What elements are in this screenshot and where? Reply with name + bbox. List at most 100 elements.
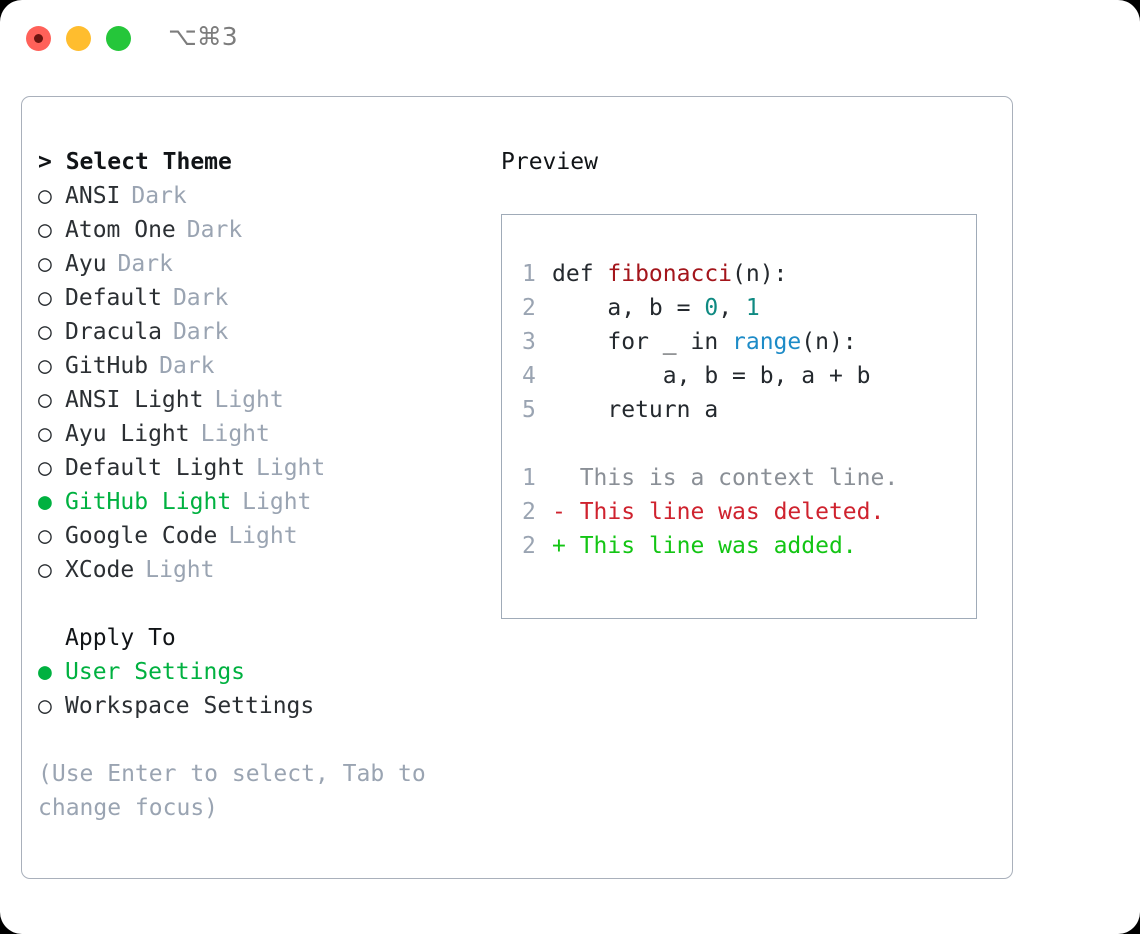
theme-option-ansi[interactable]: ○ ANSI Dark: [38, 179, 498, 213]
radio-unselected-icon: ○: [38, 523, 52, 549]
select-theme-header-text: Select Theme: [65, 149, 232, 175]
radio-selected-icon: ●: [38, 659, 52, 685]
theme-option-label: Default: [65, 285, 162, 311]
apply-to-header: Apply To: [65, 625, 176, 651]
code-token-num: 0: [704, 295, 719, 321]
radio-unselected-icon: ○: [38, 319, 52, 345]
code-line-text: a, b = 0, 1: [552, 291, 760, 325]
radio-unselected-icon: ○: [38, 557, 52, 583]
code-line-number: 1: [522, 261, 536, 287]
diff-line-ctx: 1 This is a context line.: [522, 461, 976, 495]
theme-option-label: GitHub Light: [65, 489, 232, 515]
theme-option-ayu-light[interactable]: ○ Ayu Light Light: [38, 417, 498, 451]
shortcut-label: ⌥⌘3: [168, 22, 238, 51]
select-theme-header: > Select Theme: [38, 145, 498, 179]
radio-unselected-icon: ○: [38, 285, 52, 311]
theme-option-label: Atom One: [65, 217, 176, 243]
code-token-plain: def: [552, 261, 608, 287]
code-line-number: 4: [522, 363, 536, 389]
theme-variant-tag: Dark: [131, 183, 187, 209]
theme-option-label: GitHub: [65, 353, 149, 379]
diff-line-add: 2 + This line was added.: [522, 529, 976, 563]
radio-unselected-icon: ○: [38, 183, 52, 209]
theme-option-default[interactable]: ○ Default Dark: [38, 281, 498, 315]
theme-option-label: Ayu Light: [65, 421, 190, 447]
theme-option-label: ANSI Light: [65, 387, 204, 413]
theme-variant-tag: Dark: [117, 251, 173, 277]
code-line-number: 3: [522, 329, 536, 355]
apply-to-option-user-settings[interactable]: ● User Settings: [38, 655, 498, 689]
diff-marker: -: [552, 499, 580, 525]
radio-unselected-icon: ○: [38, 421, 52, 447]
code-diff-gap: [522, 427, 976, 461]
minimize-button[interactable]: [66, 26, 91, 51]
code-token-num: 1: [745, 295, 760, 321]
diff-line-text: This line was deleted.: [579, 499, 885, 525]
theme-option-ansi-light[interactable]: ○ ANSI Light Light: [38, 383, 498, 417]
theme-variant-tag: Dark: [186, 217, 243, 243]
preview-title: Preview: [501, 149, 598, 175]
theme-option-label: Ayu: [65, 251, 107, 277]
code-token-plain: for _ in: [552, 329, 733, 355]
theme-option-google-code[interactable]: ○ Google Code Light: [38, 519, 498, 553]
maximize-button[interactable]: [106, 26, 131, 51]
apply-to-option-workspace-settings[interactable]: ○Workspace Settings: [38, 689, 498, 723]
select-theme-header-prefix: >: [38, 149, 66, 175]
theme-option-default-light[interactable]: ○ Default Light Light: [38, 451, 498, 485]
code-line-text: for _ in range(n):: [552, 325, 856, 359]
radio-unselected-icon: ○: [38, 387, 52, 413]
theme-variant-tag: Light: [214, 387, 284, 413]
diff-line-text: This line was added.: [579, 533, 857, 559]
apply-to-option-label: User Settings: [65, 659, 246, 685]
radio-unselected-icon: ○: [38, 353, 52, 379]
code-line: 3 for _ in range(n):: [522, 325, 976, 359]
code-token-plain: a, b = b, a + b: [552, 363, 871, 389]
code-token-plain: (n):: [732, 261, 788, 287]
code-line-text: def fibonacci(n):: [552, 257, 787, 291]
theme-option-label: XCode: [65, 557, 135, 583]
code-token-plain: a, b =: [552, 295, 705, 321]
theme-option-atom-one[interactable]: ○ Atom One Dark: [38, 213, 498, 247]
code-line: 5 return a: [522, 393, 976, 427]
diff-line-number: 1: [522, 465, 536, 491]
theme-variant-tag: Dark: [172, 285, 229, 311]
theme-variant-tag: Light: [228, 523, 298, 549]
apply-to-list: ● User Settings ○Workspace Settings: [38, 655, 498, 723]
code-token-call: range: [732, 329, 802, 355]
theme-variant-tag: Light: [256, 455, 326, 481]
theme-option-label: Dracula: [65, 319, 162, 345]
diff-line-number: 2: [522, 499, 536, 525]
theme-option-label: ANSI: [65, 183, 121, 209]
theme-variant-tag: Light: [200, 421, 270, 447]
code-line-text: a, b = b, a + b: [552, 359, 871, 393]
theme-option-label: Google Code: [65, 523, 218, 549]
radio-unselected-icon: ○: [38, 217, 52, 243]
theme-option-xcode[interactable]: ○ XCode Light: [38, 553, 498, 587]
code-line-text: return a: [552, 393, 718, 427]
radio-selected-icon: ●: [38, 489, 52, 515]
theme-option-github[interactable]: ○ GitHub Dark: [38, 349, 498, 383]
code-line: 4 a, b = b, a + b: [522, 359, 976, 393]
radio-unselected-icon: ○: [38, 455, 52, 481]
title-bar: ⌥⌘3: [0, 0, 1140, 76]
diff-marker: +: [552, 533, 580, 559]
list-spacer: [38, 587, 498, 621]
theme-variant-tag: Dark: [159, 353, 215, 379]
diff-line-text: This is a context line.: [579, 465, 899, 491]
code-line-number: 5: [522, 397, 536, 423]
theme-option-label: Default Light: [65, 455, 246, 481]
keyboard-hint: (Use Enter to select, Tab to change focu…: [38, 761, 440, 821]
diff-marker: [552, 461, 580, 495]
theme-variant-tag: Light: [145, 557, 215, 583]
close-button[interactable]: [26, 26, 51, 51]
diff-line-number: 2: [522, 533, 536, 559]
